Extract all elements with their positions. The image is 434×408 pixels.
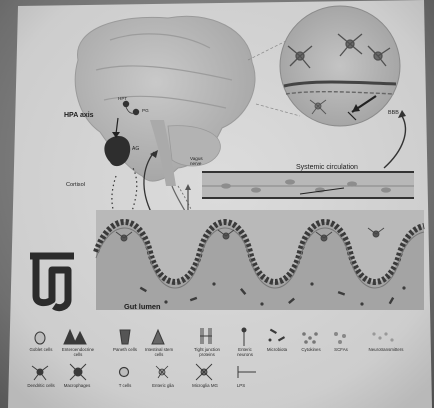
legend-label-intestinal-stem-cells: Intestinal stem cells <box>144 347 174 357</box>
bbb-inset <box>280 6 400 126</box>
legend-label-tight-junction-proteins: Tight junction proteins <box>192 347 222 357</box>
gut-lumen-label: Gut lumen <box>124 302 161 311</box>
legend-label-lps: LPS <box>226 383 256 388</box>
legend-label-scfas: SCFAs <box>326 347 356 352</box>
vagus-nerve-label: Vagus nerve <box>190 156 214 166</box>
legend-label-macrophages: Macrophages <box>62 383 92 388</box>
hpt-label: HPT <box>118 96 127 101</box>
ag-label: AG <box>132 146 139 152</box>
systemic-circulation-label: Systemic circulation <box>296 164 358 171</box>
legend-label-enteroendocrine-cells: Enteroendocrine cells <box>60 347 96 357</box>
legend-label-enteric-glia: Enteric glia <box>148 383 178 388</box>
pituitary-node <box>133 109 139 115</box>
cortisol-label: Cortisol <box>66 182 85 188</box>
t-cell-icon <box>120 368 129 377</box>
legend-label-paneth-cells: Paneth cells <box>110 347 140 352</box>
legend-label-enteric-neurons: Enteric neurons <box>230 347 260 357</box>
goblet-cell-icon <box>35 332 45 344</box>
legend-label-t-cells: T cells <box>110 383 140 388</box>
legend-label-microbiota: Microbiota <box>262 347 292 352</box>
legend-label-goblet-cells: Goblet cells <box>26 347 56 352</box>
legend-label-cytokines: Cytokines <box>296 347 326 352</box>
systemic-circulation-vessel <box>202 172 414 198</box>
paneth-cell-icon <box>120 330 130 344</box>
pg-label: PG <box>142 108 149 113</box>
bbb-label: BBB <box>388 110 399 116</box>
gut-wall <box>96 210 424 310</box>
legend-label-dendritic-cells: Dendritic cells <box>26 383 56 388</box>
legend-label-microglia: Microglia MG <box>190 383 220 388</box>
hypothalamus-node <box>123 101 129 107</box>
legend-label-neurotransmitters: Neurotransmitters <box>366 347 406 352</box>
hpa-axis-label: HPA axis <box>64 112 94 119</box>
